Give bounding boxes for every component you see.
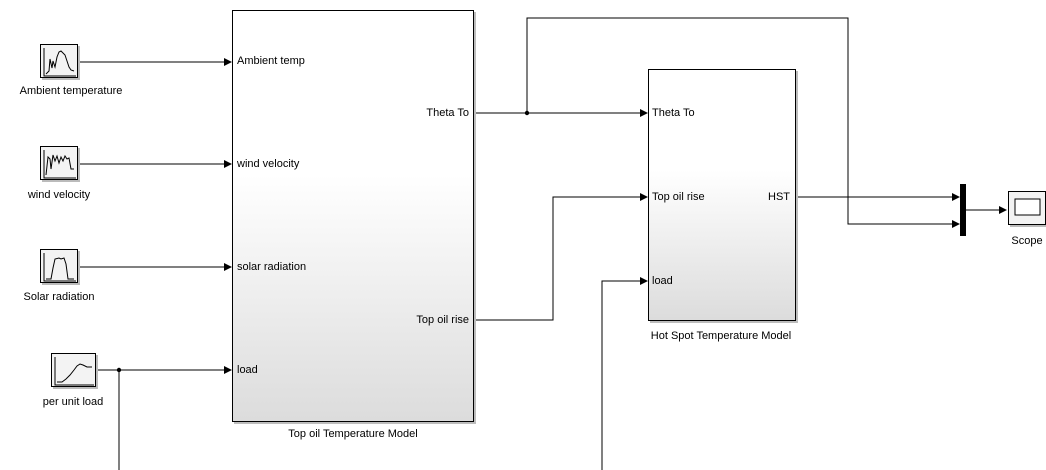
signal-waveform-icon <box>54 357 94 386</box>
port-in-load: load <box>237 364 258 376</box>
branch-point-theta <box>524 110 530 116</box>
solar-radiation-block[interactable] <box>40 249 78 283</box>
solar-radiation-label: Solar radiation <box>23 291 95 303</box>
hot-spot-temperature-model-block[interactable] <box>648 69 796 321</box>
scope-block[interactable] <box>1008 191 1046 225</box>
signal-waveform-icon <box>43 150 76 179</box>
port-out-top-oil-rise: Top oil rise <box>416 314 469 326</box>
top-oil-temperature-model-block[interactable] <box>232 10 474 422</box>
hot-spot-model-title: Hot Spot Temperature Model <box>650 330 792 342</box>
port-in-wind-velocity: wind velocity <box>237 158 300 170</box>
wind-velocity-label: wind velocity <box>27 189 91 201</box>
scope-icon <box>1014 198 1041 216</box>
wind-velocity-block[interactable] <box>40 146 78 180</box>
scope-label: Scope <box>1011 235 1043 247</box>
signal-waveform-icon <box>43 48 76 77</box>
port-in-solar-radiation: solar radiation <box>237 261 307 273</box>
signal-load-hotspot <box>601 277 648 470</box>
mux-block[interactable] <box>960 184 966 236</box>
signal-top-oil-rise <box>474 193 648 321</box>
port-in-load-hotspot: load <box>652 275 673 287</box>
per-unit-load-block[interactable] <box>51 353 96 387</box>
port-in-ambient-temp: Ambient temp <box>237 55 305 67</box>
top-oil-model-title: Top oil Temperature Model <box>288 428 418 440</box>
port-in-top-oil-rise: Top oil rise <box>652 191 705 203</box>
signal-waveform-icon <box>43 253 76 282</box>
ambient-temperature-block[interactable] <box>40 44 78 78</box>
port-in-theta-to: Theta To <box>652 107 695 119</box>
branch-point-load <box>116 367 122 373</box>
port-out-theta-to: Theta To <box>426 107 469 119</box>
ambient-temperature-label: Ambient temperature <box>19 85 123 97</box>
port-out-hst: HST <box>768 191 790 203</box>
signal-theta-to-branch <box>526 17 960 228</box>
per-unit-load-label: per unit load <box>42 396 104 408</box>
